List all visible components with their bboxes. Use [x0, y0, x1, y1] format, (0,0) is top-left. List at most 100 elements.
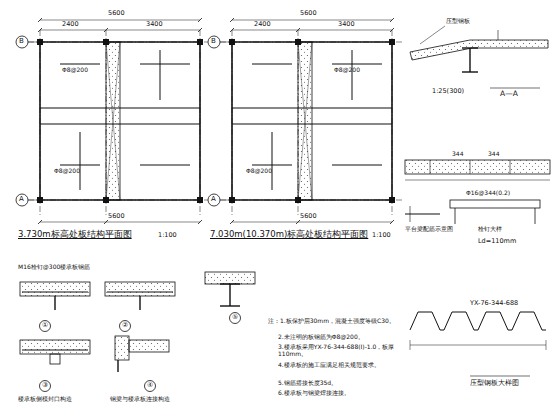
drawing-line [296, 220, 300, 224]
slab-section [410, 40, 548, 60]
dimension: 5600 [108, 10, 125, 17]
drawing-rect [105, 282, 175, 296]
drawing-line [420, 26, 445, 44]
drawing-line [220, 42, 232, 43]
axis-bubble [16, 194, 28, 206]
callout-number: ② [122, 321, 128, 329]
rebar-label: Φ16@344(0.2) [466, 190, 510, 197]
dimension: 2400 [254, 21, 271, 28]
drawing-line [232, 30, 233, 215]
drawing-line [390, 220, 394, 224]
detail-title: 压型钢板大样图 [470, 380, 519, 387]
axis-bubble [208, 36, 220, 48]
axis-label: A [19, 195, 24, 203]
dimension: 5600 [108, 213, 125, 220]
column [295, 39, 301, 45]
drawing-line [199, 42, 201, 200]
drawing-line [470, 160, 471, 174]
drawing-line [352, 50, 353, 100]
drawing-line [60, 64, 100, 65]
drawing-line [38, 220, 42, 224]
drawing-line [107, 292, 173, 293]
drawing-line [510, 160, 511, 174]
drawing-line [462, 71, 478, 72]
column [103, 197, 109, 203]
drawing-line [232, 30, 392, 31]
drawing-line [104, 220, 108, 224]
note-text: 3.楼承板采用YX-76-344-688(I)-1.0，板厚110mm。 [278, 344, 398, 358]
column [197, 197, 203, 203]
scale-text: 1:25(300) [432, 88, 464, 95]
drawing-rect [129, 340, 169, 352]
drawing-line [298, 42, 312, 200]
drawing-line [535, 208, 536, 224]
axis-bubble [40, 321, 51, 332]
drawing-line [38, 18, 42, 22]
rebar-label: Φ8@200 [334, 67, 360, 74]
column [389, 197, 395, 203]
drawing-line [296, 28, 300, 32]
dimension: 3400 [338, 21, 355, 28]
note-text: 5.钢筋搭接长度35d。 [278, 380, 398, 387]
drawing-line [272, 132, 273, 190]
drawing-title: 7.030m(10.370m)标高处板结构平面图 [210, 230, 368, 240]
drawing-line [455, 208, 456, 224]
rebar-label: Φ8@200 [62, 67, 88, 74]
note-text: Ld=110mm [478, 238, 516, 245]
drawing-title: 3.730m标高处板结构平面图 [18, 230, 132, 240]
drawing-line [28, 42, 40, 43]
section-aa [410, 26, 548, 88]
floor-plan [16, 18, 212, 224]
axis-bubble [40, 381, 51, 392]
axis-bubble [145, 381, 156, 392]
drawing-line [40, 30, 41, 215]
dimension: 2400 [62, 21, 79, 28]
drawing-line [22, 350, 88, 351]
drawing-line [229, 284, 230, 306]
drawing-line [232, 222, 392, 223]
node-details [20, 272, 255, 392]
note-text: 2.未注明的板钢筋为Φ8@200。 [278, 334, 398, 341]
drawing-line [391, 42, 393, 200]
drawing-line [198, 18, 202, 22]
scale-text: 1:100 [372, 232, 391, 239]
drawing-line [140, 165, 190, 166]
drawing-line [40, 222, 200, 223]
drawing-line [470, 376, 530, 377]
section-title: A—A [500, 90, 518, 99]
deck-profile [410, 312, 546, 376]
part-label: 压型钢板 [446, 18, 470, 25]
part-label: YX-76-344-688 [470, 300, 518, 307]
drawing-line [54, 296, 55, 310]
drawing-line [469, 48, 470, 72]
note-text: 6.楼承板与钢梁焊接连接。 [278, 390, 398, 397]
drawing-line [390, 28, 394, 32]
drawing-line [140, 64, 190, 65]
drawing-line [28, 200, 40, 201]
drawing-line [22, 292, 88, 293]
detail-title: 平台梁配筋示意图 [405, 226, 453, 233]
column [197, 39, 203, 45]
drawing-line [252, 64, 292, 65]
axis-label: A [211, 195, 216, 203]
callout-number: ③ [42, 381, 48, 389]
dimension: 344 [488, 151, 499, 158]
drawing-rect [205, 272, 255, 284]
drawing-line [410, 345, 546, 346]
callout-number: ⑤ [232, 313, 238, 321]
drawing-line [198, 28, 202, 32]
dimension: 5600 [300, 10, 317, 17]
drawing-rect [115, 336, 129, 360]
drawing-line [332, 165, 382, 166]
drawing-rect [50, 354, 60, 364]
drawing-rect [298, 42, 312, 200]
drawing-line [430, 160, 431, 174]
drawing-line [230, 18, 234, 22]
axis-bubble [120, 321, 131, 332]
drawing-line [106, 42, 120, 200]
drawing-line [231, 42, 233, 200]
drawing-line [106, 42, 120, 200]
drawing-line [546, 340, 547, 350]
drawing-line [80, 132, 81, 190]
